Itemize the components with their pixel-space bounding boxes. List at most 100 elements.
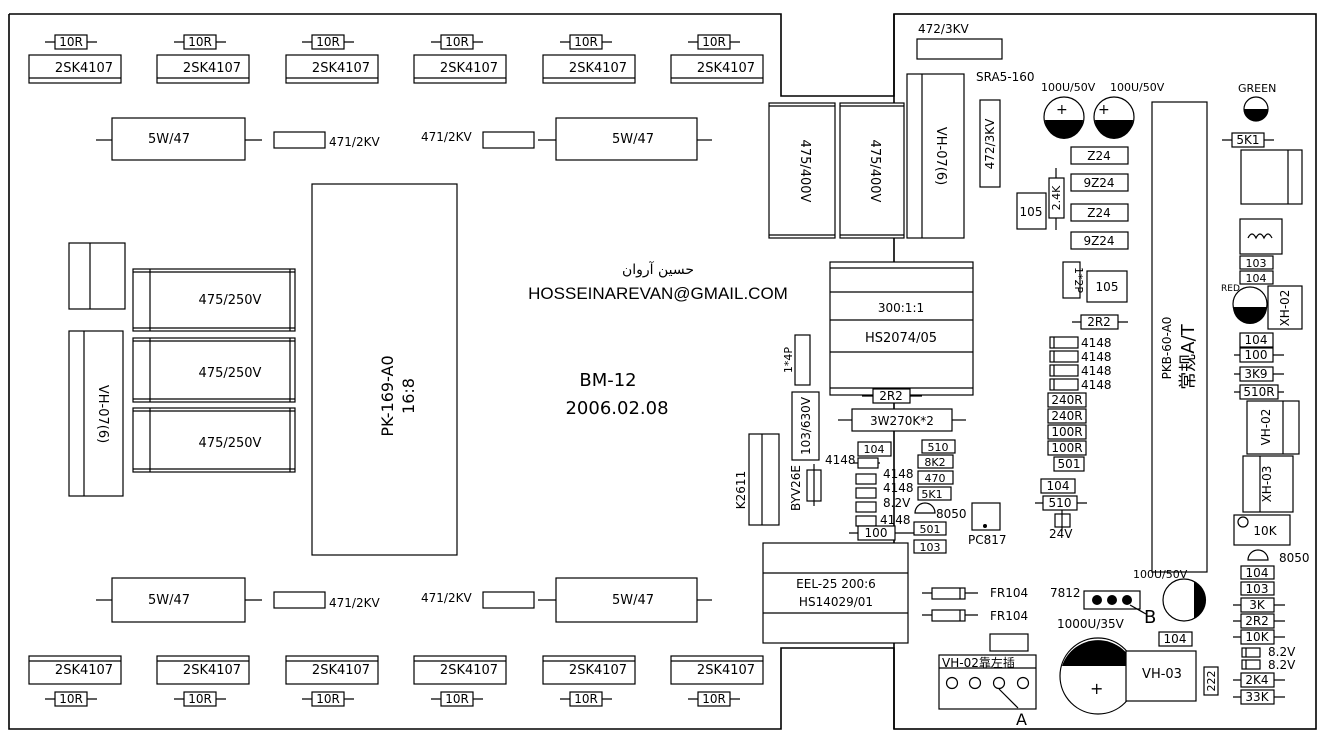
svg-text:+: +	[1090, 679, 1103, 698]
svg-text:2SK4107: 2SK4107	[440, 663, 498, 678]
svg-text:33K: 33K	[1245, 690, 1269, 704]
svg-text:5W/47: 5W/47	[148, 132, 190, 147]
cap-104-lower: 104	[1158, 631, 1193, 647]
gate-resistor: 10R	[688, 34, 740, 50]
bottom-mosfets: 2SK4107 2SK4107 2SK4107 2SK4107 2SK4107 …	[28, 655, 764, 685]
vh02-connector: VH-02靠左插 A	[938, 654, 1037, 729]
top-power-resistors: 5W/47 5W/47	[96, 117, 712, 161]
svg-text:100U/50V: 100U/50V	[1133, 568, 1188, 581]
gate-resistor: 10R	[431, 34, 483, 50]
hv-cap-472-top: 472/3KV	[916, 22, 1003, 60]
svg-text:100U/50V: 100U/50V	[1041, 81, 1096, 94]
gate-resistor: 10R	[174, 34, 226, 50]
svg-text:104: 104	[1164, 632, 1187, 646]
svg-text:10R: 10R	[574, 692, 598, 706]
svg-text:470: 470	[925, 472, 946, 485]
small-cluster: 104 4148 4148 4148 8.2V 4148 100 510 8K2…	[825, 439, 1007, 554]
svg-text:10R: 10R	[445, 692, 469, 706]
svg-text:103/630V: 103/630V	[799, 396, 813, 455]
svg-text:4148: 4148	[1081, 336, 1112, 350]
svg-text:2SK4107: 2SK4107	[183, 663, 241, 678]
r-2r2-b: 2R2	[1072, 314, 1128, 330]
gate-resistor: 10R	[302, 34, 354, 50]
mosfet: 2SK4107	[413, 54, 507, 84]
svg-text:240R: 240R	[1051, 409, 1082, 423]
svg-text:10R: 10R	[59, 35, 83, 49]
svg-text:10R: 10R	[316, 35, 340, 49]
gate-resistor: 10R	[560, 691, 612, 707]
bottom-ceramic-caps: 471/2KV 471/2KV	[273, 591, 535, 610]
svg-text:104: 104	[1047, 479, 1070, 493]
hv-cap-472-vert: 472/3KV	[979, 99, 1001, 188]
svg-text:PKB-60-A0: PKB-60-A0	[1160, 317, 1174, 380]
svg-text:8050: 8050	[936, 507, 967, 521]
svg-text:+: +	[1098, 102, 1110, 118]
svg-text:10R: 10R	[188, 35, 212, 49]
elcap-100u-bottom: 100U/50V	[1133, 568, 1207, 622]
svg-text:8K2: 8K2	[924, 456, 945, 469]
svg-text:103: 103	[1246, 582, 1269, 596]
svg-text:10R: 10R	[702, 692, 726, 706]
eel-transformer: EEL-25 200:6 HS14029/01	[762, 542, 909, 644]
svg-text:4148: 4148	[825, 453, 856, 467]
resistor-column: 240R 240R 100R 100R 501	[1047, 392, 1087, 472]
svg-text:2SK4107: 2SK4107	[312, 663, 370, 678]
fr104-diodes: FR104 FR104	[922, 586, 1028, 623]
svg-text:10R: 10R	[59, 692, 83, 706]
mosfet: 2SK4107	[156, 655, 250, 685]
vh03-connector: VH-03	[1125, 650, 1197, 702]
mosfet: 2SK4107	[542, 54, 636, 84]
right-col1: 104 100 3K9 510R	[1234, 332, 1284, 400]
svg-text:2SK4107: 2SK4107	[697, 61, 755, 76]
svg-text:104: 104	[1246, 272, 1267, 285]
top-gate-resistors: 10R 10R 10R 10R 10R 10R	[45, 34, 740, 50]
svg-text:2K4: 2K4	[1245, 673, 1268, 687]
green-led: GREEN	[1238, 82, 1276, 122]
mosfet: 2SK4107	[285, 655, 379, 685]
svg-text:2SK4107: 2SK4107	[55, 663, 113, 678]
svg-text:A: A	[1016, 710, 1027, 729]
svg-text:222: 222	[1205, 671, 1218, 692]
svg-text:510R: 510R	[1243, 385, 1274, 399]
svg-text:2SK4107: 2SK4107	[312, 61, 370, 76]
svg-text:300:1:1: 300:1:1	[878, 301, 924, 315]
red-led: RED	[1221, 284, 1268, 324]
svg-text:FR104: FR104	[990, 609, 1028, 623]
svg-text:BM-12: BM-12	[579, 370, 636, 391]
vh02-right: VH-02	[1246, 400, 1300, 455]
r-510-mid: 510	[1035, 495, 1087, 511]
svg-text:103: 103	[920, 541, 941, 554]
inductor	[1239, 218, 1283, 255]
svg-text:VH-07(6): VH-07(6)	[95, 385, 110, 443]
svg-text:2R2: 2R2	[1245, 614, 1269, 628]
cap-103-630v: 103/630V	[791, 391, 820, 461]
svg-text:475/250V: 475/250V	[199, 293, 262, 308]
mosfet: 2SK4107	[670, 655, 764, 685]
svg-text:100R: 100R	[1051, 441, 1082, 455]
gate-resistor: 10R	[302, 691, 354, 707]
svg-text:100U/50V: 100U/50V	[1110, 81, 1165, 94]
main-transformer: PK-169-A0 16:8	[311, 183, 458, 556]
bottom-gate-resistors: 10R 10R 10R 10R 10R 10R	[45, 691, 740, 707]
top-right-block	[1240, 149, 1303, 205]
left-connector-vh07: VH-07(6)	[68, 330, 124, 497]
gate-resistor: 10R	[688, 691, 740, 707]
jumper-1x4p: 1*4P	[782, 334, 811, 386]
elcaps-100u: 100U/50V 100U/50V + +	[1041, 81, 1165, 139]
svg-text:105: 105	[1096, 280, 1119, 294]
gate-resistor: 10R	[174, 691, 226, 707]
svg-text:8050: 8050	[1279, 551, 1310, 565]
svg-text:475/400V: 475/400V	[867, 140, 882, 203]
svg-text:501: 501	[1058, 457, 1081, 471]
svg-text:BYV26E: BYV26E	[789, 465, 803, 511]
vh07-right: VH-07(6)	[906, 73, 965, 239]
svg-text:1000U/35V: 1000U/35V	[1057, 617, 1125, 631]
diode-4148-stack: 4148 4148 4148 4148	[1049, 336, 1112, 392]
svg-text:471/2KV: 471/2KV	[329, 135, 380, 149]
svg-text:VH-03: VH-03	[1142, 667, 1182, 682]
svg-text:HS2074/05: HS2074/05	[865, 331, 937, 346]
svg-text:1*4P: 1*4P	[782, 347, 795, 373]
svg-text:3K9: 3K9	[1244, 367, 1267, 381]
svg-text:10K: 10K	[1245, 630, 1269, 644]
gate-resistor: 10R	[45, 691, 97, 707]
